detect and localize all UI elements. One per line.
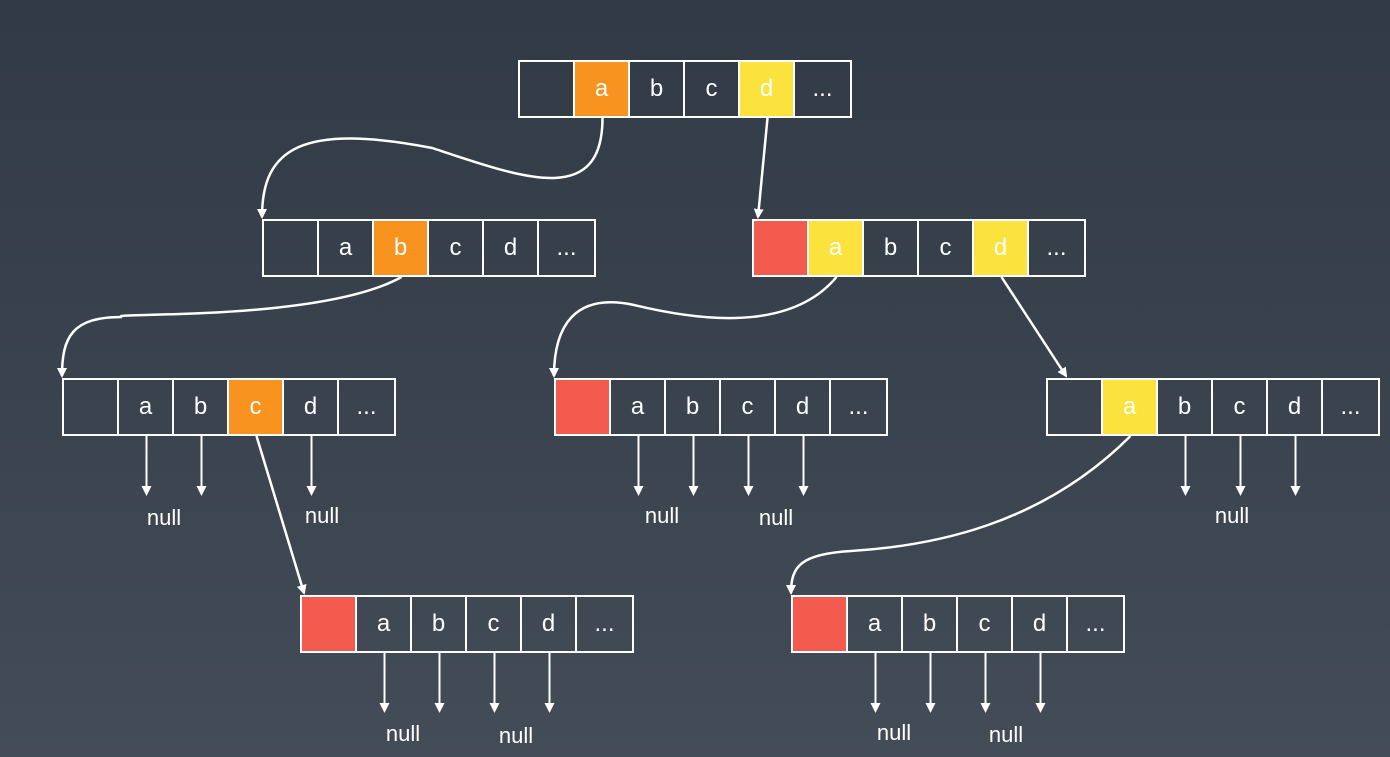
node-cell-a: a (1103, 380, 1158, 434)
node-cell-a: a (611, 380, 666, 434)
node-cell-empty (793, 597, 848, 651)
null-label: null (146, 505, 182, 530)
node-cell-a: a (319, 221, 374, 275)
null-label: null (498, 723, 534, 748)
node-cell-empty (64, 380, 119, 434)
node-cell-c: c (1213, 380, 1268, 434)
node-cell-empty (264, 221, 319, 275)
node-cell-ellipsis: ... (848, 393, 869, 420)
node-cell-c: c (685, 62, 740, 116)
null-label: null (304, 503, 340, 528)
node-cell-empty (754, 221, 809, 275)
node-cell-b: b (630, 62, 685, 116)
node-cell-d: d (1268, 380, 1323, 434)
node-cell-ellipsis: ... (594, 610, 615, 637)
node-cell-ellipsis: ... (356, 393, 377, 420)
node-cell-c: c (467, 597, 522, 651)
node-cell-a: a (119, 380, 174, 434)
node-cell-b: b (1158, 380, 1213, 434)
node-cell-a: a (357, 597, 412, 651)
null-label: null (644, 503, 680, 528)
node-cell-b: b (174, 380, 229, 434)
node-cell-a: a (575, 62, 630, 116)
edge-n1-n3 (753, 117, 769, 219)
node-cell-b: b (666, 380, 721, 434)
node-cell-ellipsis: ... (1340, 393, 1361, 420)
null-label: null (758, 505, 794, 530)
node-cell-c: c (958, 597, 1013, 651)
null-label: null (876, 720, 912, 745)
null-label: null (385, 721, 421, 746)
node-cell-b: b (903, 597, 958, 651)
node-cell-c: c (229, 380, 284, 434)
node-cell-empty (302, 597, 357, 651)
node-cell-empty (556, 380, 611, 434)
node-cell-d: d (484, 221, 539, 275)
node-cell-empty (520, 62, 575, 116)
node-cell-a: a (848, 597, 903, 651)
node-cell-ellipsis: ... (1046, 234, 1067, 261)
edge-n1-n2 (257, 117, 604, 219)
edge-n4-n7 (255, 435, 307, 595)
null-label: null (1214, 503, 1250, 528)
node-cell-d: d (974, 221, 1029, 275)
node-cell-c: c (919, 221, 974, 275)
node-cell-b: b (374, 221, 429, 275)
node-cell-d: d (1013, 597, 1068, 651)
node-cell-empty (1048, 380, 1103, 434)
node-cell-d: d (522, 597, 577, 651)
edge-n2-n4 (57, 275, 403, 378)
node-cell-ellipsis: ... (812, 75, 833, 102)
node-cell-ellipsis: ... (556, 234, 577, 261)
node-cell-d: d (776, 380, 831, 434)
edge-n3-n5 (549, 276, 838, 378)
null-label: null (988, 722, 1024, 747)
edge-n6-n8 (786, 435, 1132, 595)
node-cell-ellipsis: ... (1085, 610, 1106, 637)
node-cell-b: b (864, 221, 919, 275)
node-cell-c: c (721, 380, 776, 434)
node-cell-c: c (429, 221, 484, 275)
node-cell-d: d (284, 380, 339, 434)
node-cell-b: b (412, 597, 467, 651)
edge-n3-n6 (1000, 276, 1068, 378)
node-cell-d: d (740, 62, 795, 116)
node-cell-a: a (809, 221, 864, 275)
